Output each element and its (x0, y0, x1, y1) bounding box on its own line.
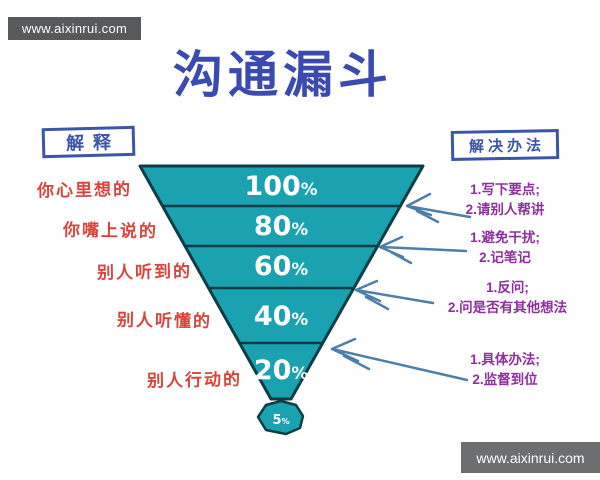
watermark-top: www.aixinrui.com (8, 17, 141, 40)
solution-line: 2.问是否有其他想法 (447, 300, 568, 315)
funnel-band-percent: 80% (211, 212, 351, 244)
explanation-label-understood: 别人听懂的 (116, 310, 213, 332)
funnel-tip-drop (256, 399, 305, 436)
band-value: 40 (253, 301, 292, 332)
funnel-band-percent: 100% (211, 172, 351, 204)
funnel-outline (138, 164, 425, 401)
explanation-label-said: 你嘴上说的 (62, 220, 159, 242)
solution-group-1: 1.写下要点; 2.请别人帮讲 (440, 180, 570, 220)
solution-line: 2.监督到位 (472, 372, 538, 387)
solution-group-3: 1.反问; 2.问是否有其他想法 (425, 278, 590, 318)
page-title: 沟通漏斗 (173, 47, 393, 103)
funnel-band-percent: 60% (211, 252, 351, 284)
arrow-to-band-2-icon (378, 235, 468, 265)
band-value: 60 (253, 251, 292, 282)
solution-line: 1.避免干扰; (470, 230, 540, 245)
arrow-to-band-3-icon (354, 279, 435, 311)
band-suffix: % (291, 363, 309, 383)
solution-group-4: 1.具体办法; 2.监督到位 (440, 350, 570, 390)
solution-line: 2.请别人帮讲 (465, 202, 545, 217)
arrow-to-band-1-icon (405, 192, 472, 224)
explanation-label-acted: 别人行动的 (146, 369, 243, 391)
funnel-tip-percent: 5% (251, 408, 311, 435)
solution-line: 1.反问; (486, 280, 529, 295)
funnel-band-percent: 20% (211, 356, 351, 388)
explanation-label-heard: 别人听到的 (96, 261, 193, 283)
arrow-to-band-4-icon (330, 337, 469, 382)
solution-line: 1.写下要点; (470, 182, 540, 197)
band-suffix: % (291, 309, 309, 329)
band-suffix: % (291, 259, 309, 279)
funnel-band-percent: 40% (211, 302, 351, 334)
tip-value: 5 (272, 413, 282, 428)
tip-suffix: % (281, 417, 290, 426)
band-value: 80 (253, 211, 292, 242)
band-suffix: % (291, 219, 309, 239)
solution-line: 2.记笔记 (479, 250, 531, 265)
solution-group-2: 1.避免干扰; 2.记笔记 (440, 228, 570, 268)
explanation-label-thought: 你心里想的 (36, 179, 133, 201)
watermark-bottom: www.aixinrui.com (461, 442, 600, 473)
band-value: 20 (253, 355, 292, 386)
band-value: 100 (244, 171, 301, 202)
solution-line: 1.具体办法; (470, 352, 540, 367)
band-suffix: % (300, 179, 318, 199)
